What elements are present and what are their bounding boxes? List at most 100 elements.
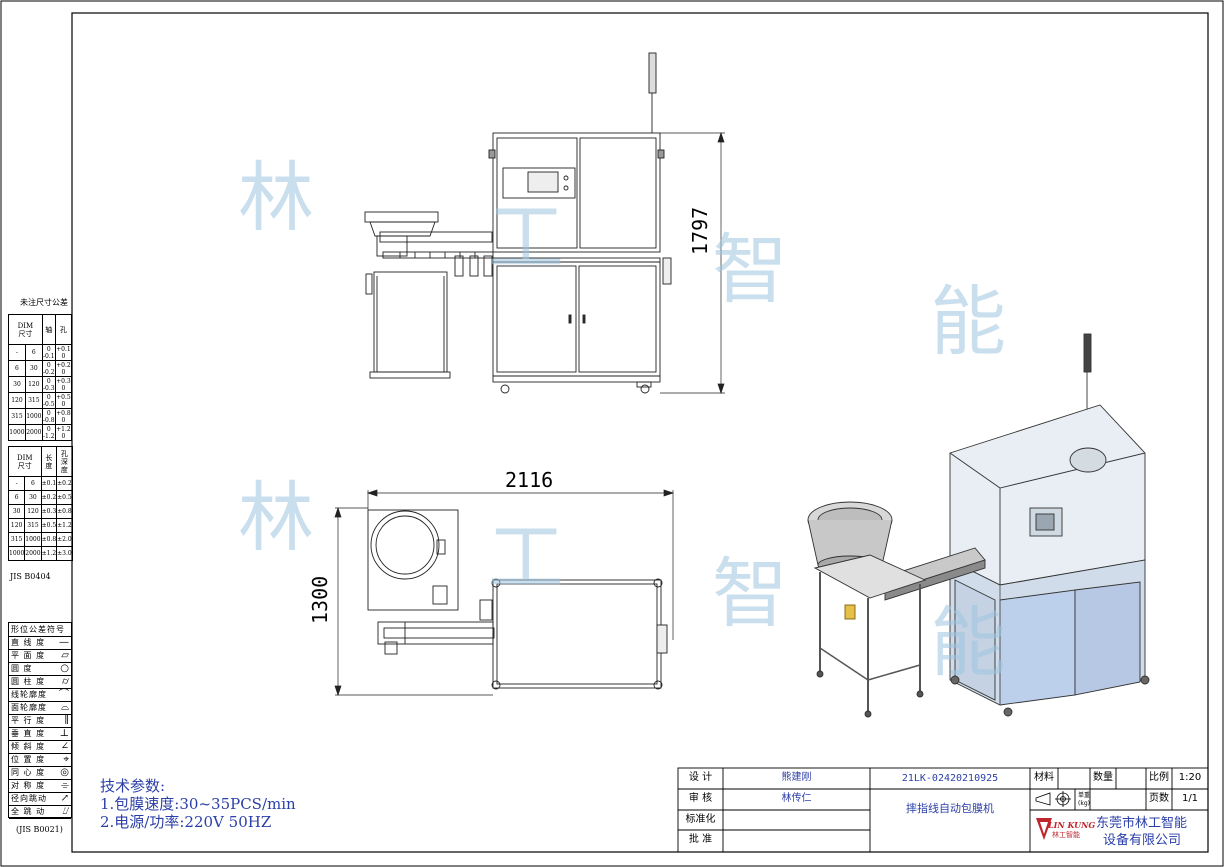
watermark-char-8: 能 <box>930 598 1006 687</box>
tolerance2-cell-to: 120 <box>24 504 42 519</box>
tolerance-cell-to: 2000 <box>24 424 43 441</box>
tb-product-name: 摔指线自动包膜机 <box>906 802 994 815</box>
tolerance2-cell-from: 315 <box>7 532 26 547</box>
tolerance-symbol-icon: ∥ <box>64 715 69 726</box>
tolerance2-cell-depth: ±3.0 <box>56 546 73 561</box>
symbol-row-label: 线轮廓度 <box>11 690 47 699</box>
tolerance2-header-length: 长 度 <box>40 446 58 477</box>
watermark-char-5: 林 <box>238 473 314 562</box>
symbol-row: 线轮廓度⌒ <box>9 688 71 702</box>
tolerance-cell-shaft: 0 -0.5 <box>41 392 56 409</box>
tolerance-cell-hole: +0.5 0 <box>54 392 73 409</box>
tb-scale-value: 1:20 <box>1178 772 1202 783</box>
tolerance2-cell-length: ±0.8 <box>40 532 58 547</box>
tb-designer: 熊建刚 <box>781 772 812 783</box>
tech-params-line-1: 1.包膜速度:30~35PCS/min <box>100 795 296 813</box>
length-dimension-label: 2116 <box>505 468 554 492</box>
tolerance2-header-dim: DIM 尺寸 <box>8 446 42 477</box>
symbol-row: 直 线 度— <box>9 636 71 650</box>
tb-reviewer: 林传仁 <box>781 793 812 804</box>
tolerance-cell-shaft: 0 -0.1 <box>41 344 56 361</box>
tolerance-header-shaft: 轴 <box>41 314 56 345</box>
tolerance2-cell-length: ±0.3 <box>40 504 58 519</box>
tolerance-table-1-caption: 未注尺寸公差 <box>20 298 68 307</box>
tolerance2-cell-length: ±0.5 <box>40 518 58 533</box>
dimension-plan-lines <box>334 489 675 697</box>
symbol-table-title: 形位公差符号 <box>9 623 71 637</box>
tb-material-label: 材料 <box>1034 772 1054 783</box>
tolerance2-cell-depth: ±0.8 <box>56 504 73 519</box>
tech-params-title: 技术参数: <box>100 777 166 795</box>
symbol-row-label: 对 称 度 <box>11 781 46 790</box>
tolerance2-cell-length: ±0.1 <box>40 476 58 491</box>
tolerance2-cell-from: 6 <box>7 490 26 505</box>
symbol-row-label: 圆 度 <box>11 664 33 673</box>
tb-standard-label: 标准化 <box>685 814 716 825</box>
tolerance-cell-from: - <box>8 344 26 361</box>
symbol-row-label: 圆 柱 度 <box>11 677 46 686</box>
tolerance-symbol-icon: ▱ <box>61 650 69 661</box>
front-view <box>364 52 672 394</box>
tolerance2-header-depth: 孔 深 度 <box>56 446 73 477</box>
symbol-row-label: 位 置 度 <box>11 755 46 764</box>
tb-review-label: 审 核 <box>688 793 713 804</box>
tolerance-cell-to: 120 <box>24 376 43 393</box>
tolerance2-cell-to: 1000 <box>24 532 42 547</box>
tolerance2-cell-to: 6 <box>24 476 42 491</box>
tolerance-symbol-icon: ↗ <box>60 793 69 804</box>
tolerance-symbol-icon: ⌖ <box>63 754 69 765</box>
tolerance2-cell-depth: ±2.0 <box>56 532 73 547</box>
tolerance-symbol-icon: ⌯ <box>61 780 69 791</box>
symbol-row: 圆 度 ○ <box>9 662 71 676</box>
company-name-line-2: 设备有限公司 <box>1103 833 1182 848</box>
tolerance-cell-hole: +0.3 0 <box>54 376 73 393</box>
symbol-table: 形位公差符号 直 线 度—平 面 度▱圆 度○圆 柱 度⌭线轮廓度⌒面轮廓度⌓平… <box>8 622 72 819</box>
tolerance2-cell-length: ±1.2 <box>40 546 58 561</box>
tolerance2-cell-length: ±0.2 <box>40 490 58 505</box>
tolerance2-row: -6±0.1±0.2 <box>7 476 73 491</box>
watermark-char-2: 工 <box>488 193 564 282</box>
symbol-row: 垂 直 度⊥ <box>9 727 71 741</box>
iso-view <box>807 333 1150 718</box>
sheet-inner-border <box>71 12 1209 853</box>
tolerance-cell-shaft: 0 -1.2 <box>41 424 56 441</box>
tolerance-cell-to: 6 <box>24 344 43 361</box>
tolerance2-cell-depth: ±0.5 <box>56 490 73 505</box>
tolerance-symbol-icon: ○ <box>60 663 69 674</box>
top-view <box>367 509 668 690</box>
logo-text: LIN KUNG <box>1048 820 1096 830</box>
tolerance-cell-from: 6 <box>8 360 26 377</box>
title-block-grid <box>677 767 1209 853</box>
symbol-row: 平 行 度 ∥ <box>9 714 71 728</box>
symbol-row: 位 置 度 ⌖ <box>9 753 71 767</box>
logo-subtext: 林工智能 <box>1052 831 1080 839</box>
tolerance-cell-to: 1000 <box>24 408 43 425</box>
tolerance-cell-hole: +0.2 0 <box>54 360 73 377</box>
symbol-row-label: 平 行 度 <box>11 716 46 725</box>
projection-symbol-icon <box>1035 791 1071 807</box>
height-dimension-label: 1797 <box>688 206 712 255</box>
tb-design-label: 设 计 <box>688 772 713 783</box>
tolerance2-cell-from: 1000 <box>7 546 26 561</box>
tolerance2-cell-from: 120 <box>7 518 26 533</box>
symbol-row-label: 径向跳动 <box>11 794 47 803</box>
symbol-row-label: 面轮廓度 <box>11 703 47 712</box>
symbol-row: 面轮廓度⌓ <box>9 701 71 715</box>
watermark-char-6: 工 <box>488 513 564 602</box>
tb-page-label: 页数 <box>1149 793 1169 804</box>
tb-approve-label: 批 准 <box>688 834 713 845</box>
tb-quantity-label: 数量 <box>1093 772 1113 783</box>
company-name-line-1: 东莞市林工智能 <box>1096 816 1188 831</box>
tolerance-cell-hole: +0.1 0 <box>54 344 73 361</box>
symbol-row-label: 倾 斜 度 <box>11 742 46 751</box>
